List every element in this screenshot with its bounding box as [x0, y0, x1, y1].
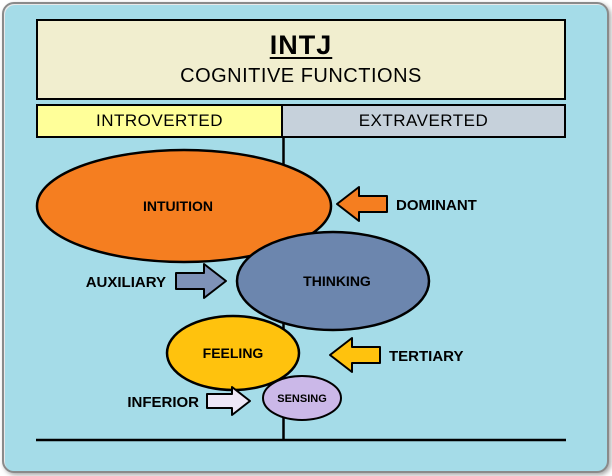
inferior-arrow-icon — [206, 386, 251, 416]
dominant-label: DOMINANT — [396, 197, 477, 214]
auxiliary-label: AUXILIARY — [86, 274, 166, 291]
introverted-label: INTROVERTED — [95, 111, 224, 130]
dominant-arrow-icon — [336, 186, 388, 222]
extraverted-label: EXTRAVERTED — [358, 111, 489, 130]
intuition-ellipse — [35, 148, 333, 264]
page-subtitle: COGNITIVE FUNCTIONS — [180, 65, 422, 88]
thinking-label: THINKING — [303, 273, 371, 289]
auxiliary-arrow-icon — [175, 263, 227, 299]
page-title: INTJ — [269, 29, 333, 60]
column-header-row: INTROVERTED EXTRAVERTED — [36, 104, 566, 138]
intuition-label: INTUITION — [143, 198, 213, 214]
sensing-label: SENSING — [277, 393, 327, 405]
feeling-label: FEELING — [203, 345, 264, 361]
tertiary-label: TERTIARY — [389, 348, 463, 365]
extraverted-column-header: EXTRAVERTED — [281, 104, 566, 138]
tertiary-arrow-icon — [329, 337, 381, 373]
inferior-label: INFERIOR — [127, 394, 199, 411]
thinking-ellipse — [235, 230, 431, 332]
introverted-column-header: INTROVERTED — [36, 104, 283, 138]
title-panel: INTJ COGNITIVE FUNCTIONS — [36, 19, 566, 100]
sensing-ellipse — [262, 375, 342, 421]
